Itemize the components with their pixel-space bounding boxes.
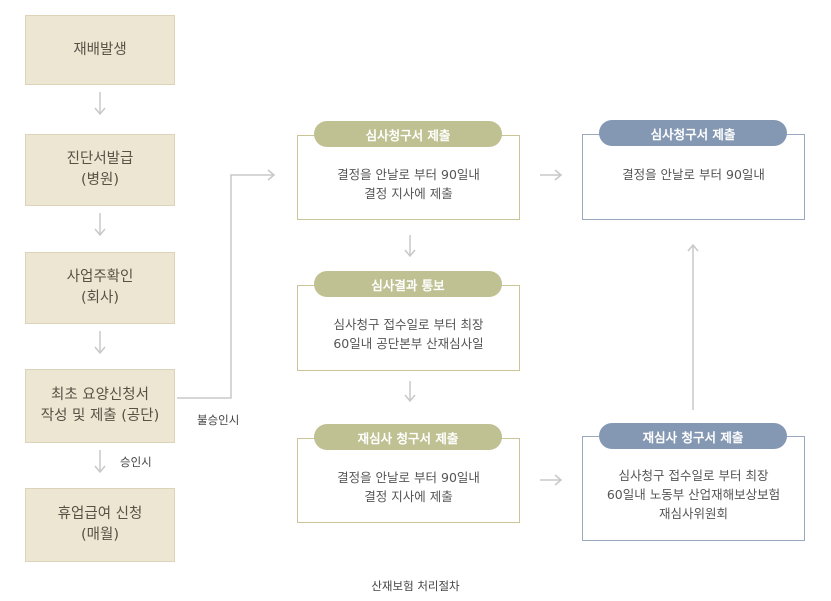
step-line: 진단서발급 xyxy=(66,151,134,167)
card-line: 심사청구 접수일로 부터 최장 xyxy=(618,468,769,483)
rereview-request-title: 재심사 청구서 제출 xyxy=(314,424,502,450)
step-box-employer: 사업주확인 (회사) xyxy=(25,252,175,324)
step-line: 휴업급여 신청 xyxy=(57,506,143,522)
card-line: 결정을 안날로 부터 90일내 xyxy=(337,469,480,485)
step-box-sick-leave: 휴업급여 신청 (매월) xyxy=(25,488,175,562)
disapproval-connector xyxy=(177,169,276,399)
review-request-right-title: 심사청구서 제출 xyxy=(599,120,787,146)
review-result-title: 심사결과 통보 xyxy=(314,271,502,297)
card-line: 60일내 공단본부 산재심사일 xyxy=(333,336,484,351)
card-line: 심사청구 접수일로 부터 최장 xyxy=(333,317,484,332)
step-line: 사업주확인 xyxy=(66,269,134,285)
step-box-initial-application: 최초 요양신청서 작성 및 제출 (공단) xyxy=(25,369,175,443)
down-arrow-6 xyxy=(404,381,416,403)
review-result-card: 심사청구 접수일로 부터 최장 60일내 공단본부 산재심사일 xyxy=(297,285,520,371)
down-arrow-4 xyxy=(94,450,106,474)
rereview-request-right-title: 재심사 청구서 제출 xyxy=(599,423,787,449)
step-box-injury: 재배발생 xyxy=(25,15,175,85)
down-arrow-1 xyxy=(94,92,106,116)
card-line: 결정 지사에 제출 xyxy=(364,185,453,201)
rereview-request-right-card: 심사청구 접수일로 부터 최장 60일내 노동부 산업재해보상보험 재심사위원회 xyxy=(582,436,805,541)
step-line: 작성 및 제출 (공단) xyxy=(40,408,160,424)
card-line: 결정을 안날로 부터 90일내 xyxy=(622,167,765,182)
review-request-right-card: 결정을 안날로 부터 90일내 xyxy=(582,134,805,220)
card-line: 결정 지사에 제출 xyxy=(364,488,453,504)
disapproval-label: 불승인시 xyxy=(197,413,240,427)
step-line: 재배발생 xyxy=(73,41,127,58)
approval-label: 승인시 xyxy=(120,455,152,469)
down-arrow-2 xyxy=(94,213,106,237)
rereview-request-card: 결정을 안날로 부터 90일내 결정 지사에 제출 xyxy=(297,438,520,523)
diagram-caption: 산재보험 처리절차 xyxy=(371,579,460,593)
right-arrow-2 xyxy=(540,474,563,486)
step-line: (회사) xyxy=(80,290,119,306)
step-line: 최초 요양신청서 xyxy=(51,387,149,403)
up-arrow xyxy=(687,243,699,410)
review-request-card: 결정을 안날로 부터 90일내 결정 지사에 제출 xyxy=(297,135,520,220)
down-arrow-5 xyxy=(404,235,416,258)
card-line: 결정을 안날로 부터 90일내 xyxy=(337,166,480,182)
card-line: 재심사위원회 xyxy=(658,506,728,521)
step-line: (병원) xyxy=(80,172,119,188)
step-line: (매월) xyxy=(81,527,119,543)
right-arrow-1 xyxy=(540,169,563,181)
review-request-title: 심사청구서 제출 xyxy=(314,121,502,147)
down-arrow-3 xyxy=(94,331,106,355)
card-line: 60일내 노동부 산업재해보상보험 xyxy=(606,487,781,502)
step-box-diagnosis: 진단서발급 (병원) xyxy=(25,134,175,206)
